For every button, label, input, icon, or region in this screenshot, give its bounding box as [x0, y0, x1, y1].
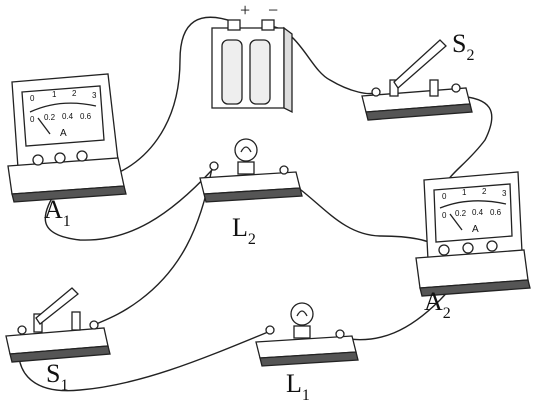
lamp-L2-terminal — [279, 165, 289, 175]
ammeter-A2: 0 1 2 3 0 0.2 0.4 0.6 A — [415, 171, 531, 297]
svg-text:A: A — [60, 128, 67, 139]
svg-text:2: 2 — [482, 187, 487, 196]
ammeter-A2-needle — [449, 213, 463, 231]
svg-text:3: 3 — [92, 91, 97, 100]
svg-text:2: 2 — [72, 89, 77, 98]
ammeter-A1-terminal — [54, 152, 66, 164]
switch-S1-terminal — [89, 320, 99, 330]
switch-S2-terminal — [451, 83, 461, 93]
svg-text:0: 0 — [442, 211, 447, 220]
svg-text:0.6: 0.6 — [80, 112, 92, 121]
battery-cell-2 — [249, 39, 271, 105]
wire-battery-plus-to-A1 — [89, 16, 235, 183]
svg-text:0: 0 — [30, 94, 35, 103]
lamp-L1-socket — [293, 325, 311, 339]
ammeter-A2-terminal — [438, 244, 450, 256]
label-L2: L2 — [232, 213, 256, 248]
wire-L2-to-A2 — [283, 177, 441, 249]
battery-minus-sign: − — [268, 0, 278, 20]
switch-S2-contact — [429, 79, 439, 97]
svg-text:1: 1 — [462, 188, 467, 197]
battery-terminal-plus — [227, 19, 241, 31]
svg-text:0.2: 0.2 — [455, 209, 467, 218]
lamp-L1-terminal — [335, 329, 345, 339]
svg-text:0: 0 — [442, 192, 447, 201]
ammeter-A1: 0 1 2 3 0 0.2 0.4 0.6 A — [7, 73, 127, 203]
ammeter-A2-terminal — [486, 240, 498, 252]
ammeter-A1-terminal — [76, 150, 88, 162]
ammeter-A1-terminal — [32, 154, 44, 166]
lamp-L2-bulb — [234, 138, 258, 162]
svg-text:0: 0 — [30, 115, 35, 124]
lamp-L2-terminal — [209, 161, 219, 171]
label-S2: S2 — [452, 29, 474, 64]
label-A1: A1 — [44, 195, 71, 230]
wire-S2-to-A2 — [447, 95, 493, 181]
switch-S2-terminal — [371, 87, 381, 97]
ammeter-A2-dial — [433, 183, 513, 243]
lamp-L1-bulb — [290, 302, 314, 326]
lamp-L1-terminal — [265, 325, 275, 335]
svg-text:0.2: 0.2 — [44, 113, 56, 122]
svg-text:0.4: 0.4 — [62, 112, 74, 121]
battery-cell-1 — [221, 39, 243, 105]
ammeter-A1-dial — [21, 85, 105, 147]
switch-S1-contact — [71, 311, 81, 331]
switch-S1-terminal — [17, 325, 27, 335]
svg-text:0.6: 0.6 — [490, 208, 502, 217]
svg-text:1: 1 — [52, 90, 57, 99]
label-L1: L1 — [286, 369, 310, 404]
label-S1: S1 — [46, 359, 68, 394]
lamp-L2 — [199, 138, 303, 203]
switch-S2-knife-blade — [393, 39, 447, 89]
label-A2: A2 — [424, 287, 451, 322]
wire-S1-to-L1 — [17, 329, 269, 392]
svg-text:A: A — [472, 224, 479, 235]
ammeter-A2-terminal — [462, 242, 474, 254]
battery-terminal-minus — [261, 19, 275, 31]
svg-text:3: 3 — [502, 189, 507, 198]
battery-plus-sign: + — [240, 0, 250, 20]
wire-L2-to-S1 — [93, 167, 213, 326]
lamp-L2-socket — [237, 161, 255, 175]
switch-S1 — [5, 287, 111, 363]
ammeter-A1-needle — [37, 117, 51, 135]
svg-text:0.4: 0.4 — [472, 208, 484, 217]
wire-A1-to-L2 — [44, 169, 213, 241]
battery: + − — [211, 0, 293, 114]
switch-S2 — [361, 39, 473, 121]
lamp-L1 — [255, 302, 359, 367]
switch-S1-knife-blade — [35, 287, 79, 325]
